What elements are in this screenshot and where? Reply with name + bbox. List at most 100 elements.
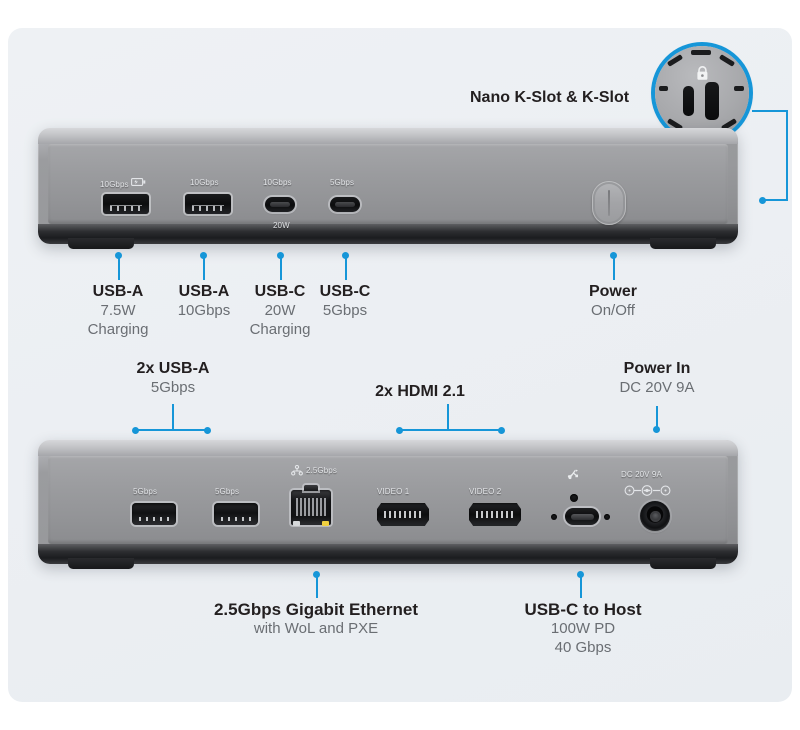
callout-ethernet: 2.5Gbps Gigabit Ethernet with WoL and PX… bbox=[196, 600, 436, 638]
leader-power-in bbox=[656, 406, 658, 430]
rear-usb-a-port-1[interactable] bbox=[132, 503, 176, 525]
leader-dot-usb-c-2 bbox=[342, 252, 349, 259]
silk-front-usbc1-power: 20W bbox=[273, 221, 290, 230]
magnifier-dash bbox=[734, 86, 744, 91]
callout-usb-c-host-line3: 40 Gbps bbox=[554, 639, 612, 656]
callout-usb-a-1: USB-A 7.5W Charging bbox=[68, 282, 168, 339]
rj45-led-left bbox=[293, 521, 300, 526]
rj45-led-right bbox=[322, 521, 329, 526]
leader-dot-usb-c-host bbox=[577, 571, 584, 578]
callout-usb-a-2-title: USB-A bbox=[178, 283, 230, 300]
leader-usb-c-2 bbox=[345, 255, 347, 280]
leader-nano-k-slot-h2 bbox=[762, 199, 788, 201]
callout-hdmi-title: 2x HDMI 2.1 bbox=[375, 383, 465, 400]
leader-nano-k-slot-v bbox=[786, 110, 788, 200]
leader-power bbox=[613, 255, 615, 280]
callout-usb-c-1: USB-C 20W Charging bbox=[232, 282, 328, 339]
callout-ethernet-title: 2.5Gbps Gigabit Ethernet bbox=[213, 600, 419, 619]
callout-rear-usb-a-title: 2x USB-A bbox=[136, 360, 210, 377]
callout-power-title: Power bbox=[588, 283, 637, 300]
front-usb-c-port-1[interactable] bbox=[265, 197, 295, 212]
rj45-clip bbox=[304, 485, 318, 491]
leader-dot-power-in bbox=[653, 426, 660, 433]
callout-usb-a-2: USB-A 10Gbps bbox=[154, 282, 254, 320]
silk-rear-usba2: 5Gbps bbox=[215, 487, 240, 496]
leader-dot-nano-k-slot bbox=[759, 197, 766, 204]
ethernet-port[interactable] bbox=[291, 485, 331, 526]
leader-usb-a-2 bbox=[203, 255, 205, 280]
front-usb-a-port-2[interactable] bbox=[185, 194, 231, 214]
callout-usb-c-host-title: USB-C to Host bbox=[524, 600, 642, 619]
magnifier-dash bbox=[691, 50, 711, 55]
screw-hole-right bbox=[604, 514, 610, 520]
callout-ethernet-line2: with WoL and PXE bbox=[253, 620, 379, 637]
front-face bbox=[48, 144, 728, 224]
screw-hole-top bbox=[570, 494, 578, 502]
dc-polarity-icon bbox=[624, 483, 672, 501]
leader-dot-ethernet bbox=[313, 571, 320, 578]
callout-usb-a-1-title: USB-A bbox=[92, 283, 144, 300]
callout-usb-c-host-line2: 100W PD bbox=[550, 620, 616, 637]
leader-ethernet bbox=[316, 574, 318, 598]
silk-rear-video1: VIDEO 1 bbox=[377, 487, 410, 496]
front-foot-left bbox=[68, 238, 134, 249]
leader-nano-k-slot-h1 bbox=[752, 110, 788, 112]
callout-usb-a-1-line2: 7.5W bbox=[100, 302, 136, 319]
dock-front-panel bbox=[38, 128, 738, 244]
k-slot-magnifier bbox=[655, 46, 749, 140]
callout-usb-c-2-line2: 5Gbps bbox=[322, 302, 368, 319]
leader-dot-power bbox=[610, 252, 617, 259]
callout-power-in: Power In DC 20V 9A bbox=[592, 359, 722, 397]
callout-nano-k-slot: Nano K-Slot & K-Slot bbox=[470, 88, 629, 107]
lock-icon bbox=[696, 66, 709, 86]
usb-host-icon bbox=[566, 466, 580, 485]
silk-front-usbc1: 10Gbps bbox=[263, 178, 292, 187]
silk-rear-usba1: 5Gbps bbox=[133, 487, 158, 496]
leader-dot-usb-a-2 bbox=[200, 252, 207, 259]
front-usb-a-port-1[interactable] bbox=[103, 194, 149, 214]
front-bottom-bar bbox=[38, 224, 738, 244]
callout-usb-c-host: USB-C to Host 100W PD 40 Gbps bbox=[508, 600, 658, 657]
silk-rear-video2: VIDEO 2 bbox=[469, 487, 502, 496]
silk-front-usbc2: 5Gbps bbox=[330, 178, 355, 187]
leader-usb-a-1 bbox=[118, 255, 120, 280]
rear-foot-left bbox=[68, 558, 134, 569]
callout-usb-c-2-title: USB-C bbox=[319, 283, 371, 300]
rear-usb-a-port-2[interactable] bbox=[214, 503, 258, 525]
callout-usb-c-2: USB-C 5Gbps bbox=[299, 282, 391, 320]
rear-foot-right bbox=[650, 558, 716, 569]
hdmi-port-2[interactable] bbox=[469, 503, 521, 526]
leader-usb-c-1 bbox=[280, 255, 282, 280]
front-usb-c-port-2[interactable] bbox=[330, 197, 360, 212]
front-top-bevel bbox=[38, 128, 738, 144]
silk-front-usba1: 10Gbps bbox=[100, 178, 146, 189]
rear-face bbox=[48, 456, 728, 544]
callout-nano-k-slot-title: Nano K-Slot & K-Slot bbox=[470, 89, 630, 106]
power-button[interactable] bbox=[592, 181, 626, 225]
callout-hdmi: 2x HDMI 2.1 bbox=[330, 382, 510, 401]
rear-bottom-bar bbox=[38, 544, 738, 564]
leader-dot-rear-usb-a-right bbox=[204, 427, 211, 434]
callout-power-in-line2: DC 20V 9A bbox=[619, 379, 695, 396]
callout-power-line2: On/Off bbox=[591, 302, 635, 319]
callout-usb-c-1-line3: Charging bbox=[249, 321, 311, 338]
dc-power-jack[interactable] bbox=[640, 501, 670, 531]
leader-rear-usb-a-stem bbox=[172, 404, 174, 430]
leader-dot-usb-c-1 bbox=[277, 252, 284, 259]
k-slot-opening bbox=[705, 82, 719, 120]
leader-dot-hdmi-right bbox=[498, 427, 505, 434]
rear-top-bevel bbox=[38, 440, 738, 456]
silk-rear-ethernet: 2.5Gbps bbox=[306, 466, 337, 475]
callout-power: Power On/Off bbox=[563, 282, 663, 320]
leader-usb-c-host bbox=[580, 574, 582, 598]
dock-rear-panel bbox=[38, 440, 738, 564]
usb-c-host-port[interactable] bbox=[565, 508, 599, 525]
hdmi-port-1[interactable] bbox=[377, 503, 429, 526]
callout-rear-usb-a-line2: 5Gbps bbox=[150, 379, 196, 396]
leader-hdmi-bar bbox=[399, 429, 504, 431]
leader-dot-usb-a-1 bbox=[115, 252, 122, 259]
rj45-pins bbox=[296, 498, 326, 516]
callout-usb-a-1-line3: Charging bbox=[87, 321, 149, 338]
leader-hdmi-stem bbox=[447, 404, 449, 430]
